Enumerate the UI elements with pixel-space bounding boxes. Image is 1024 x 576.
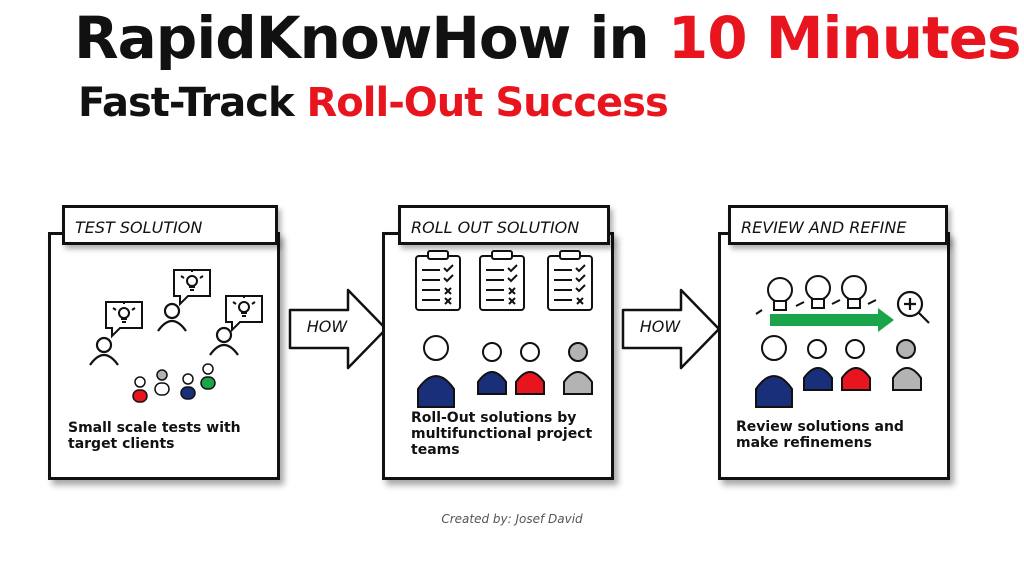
step-caption-test: Small scale tests with target clients bbox=[68, 420, 241, 452]
connector-label-1: HOW bbox=[306, 317, 348, 336]
person-icon bbox=[200, 363, 216, 390]
person-icon bbox=[477, 342, 507, 395]
progress-arrow-icon bbox=[621, 288, 721, 370]
person-icon bbox=[892, 339, 922, 391]
person-icon bbox=[157, 302, 187, 332]
person-icon bbox=[180, 373, 196, 400]
credit-line: Created by: Josef David bbox=[441, 512, 583, 526]
title-highlight: 10 Minutes bbox=[667, 4, 1022, 72]
test-illustration bbox=[89, 269, 263, 403]
step-title-test: TEST SOLUTION bbox=[62, 205, 278, 245]
title-prefix: RapidKnowHow in bbox=[74, 4, 668, 72]
lightbulb-icon bbox=[105, 301, 143, 339]
lightbulb-icon bbox=[805, 275, 831, 309]
step-title-rollout: ROLL OUT SOLUTION bbox=[398, 205, 610, 245]
step-panel-test bbox=[48, 232, 280, 480]
connector-label-2: HOW bbox=[639, 317, 681, 336]
rollout-illustration bbox=[415, 250, 593, 408]
person-icon bbox=[209, 326, 239, 356]
step-caption-rollout: Roll-Out solutions by multifunctional pr… bbox=[411, 410, 593, 458]
review-illustration bbox=[755, 275, 930, 408]
step-title-review: REVIEW AND REFINE bbox=[728, 205, 948, 245]
lightbulb-icon bbox=[767, 277, 793, 311]
clipboard-checklist-icon bbox=[547, 250, 593, 311]
clipboard-checklist-icon bbox=[479, 250, 525, 311]
page-subtitle: Fast-Track Roll-Out Success bbox=[78, 80, 669, 126]
person-icon bbox=[803, 339, 833, 391]
person-icon bbox=[841, 339, 871, 391]
person-icon bbox=[89, 336, 119, 366]
progress-arrow-icon bbox=[770, 308, 894, 332]
person-icon bbox=[563, 342, 593, 395]
page-title: RapidKnowHow in 10 Minutes bbox=[74, 4, 1022, 72]
progress-arrow-icon bbox=[288, 288, 388, 370]
step-caption-review: Review solutions and make refinemens bbox=[736, 419, 904, 451]
subtitle-prefix: Fast-Track bbox=[78, 80, 307, 126]
lightbulb-icon bbox=[225, 295, 263, 333]
person-icon bbox=[154, 369, 170, 396]
magnifier-plus-icon bbox=[896, 290, 930, 324]
person-icon bbox=[132, 376, 148, 403]
lightbulb-icon bbox=[173, 269, 211, 307]
clipboard-checklist-icon bbox=[415, 250, 461, 311]
person-icon bbox=[755, 335, 793, 408]
person-icon bbox=[515, 342, 545, 395]
subtitle-highlight: Roll-Out Success bbox=[306, 80, 668, 126]
lightbulb-icon bbox=[841, 275, 867, 309]
person-icon bbox=[417, 335, 455, 408]
